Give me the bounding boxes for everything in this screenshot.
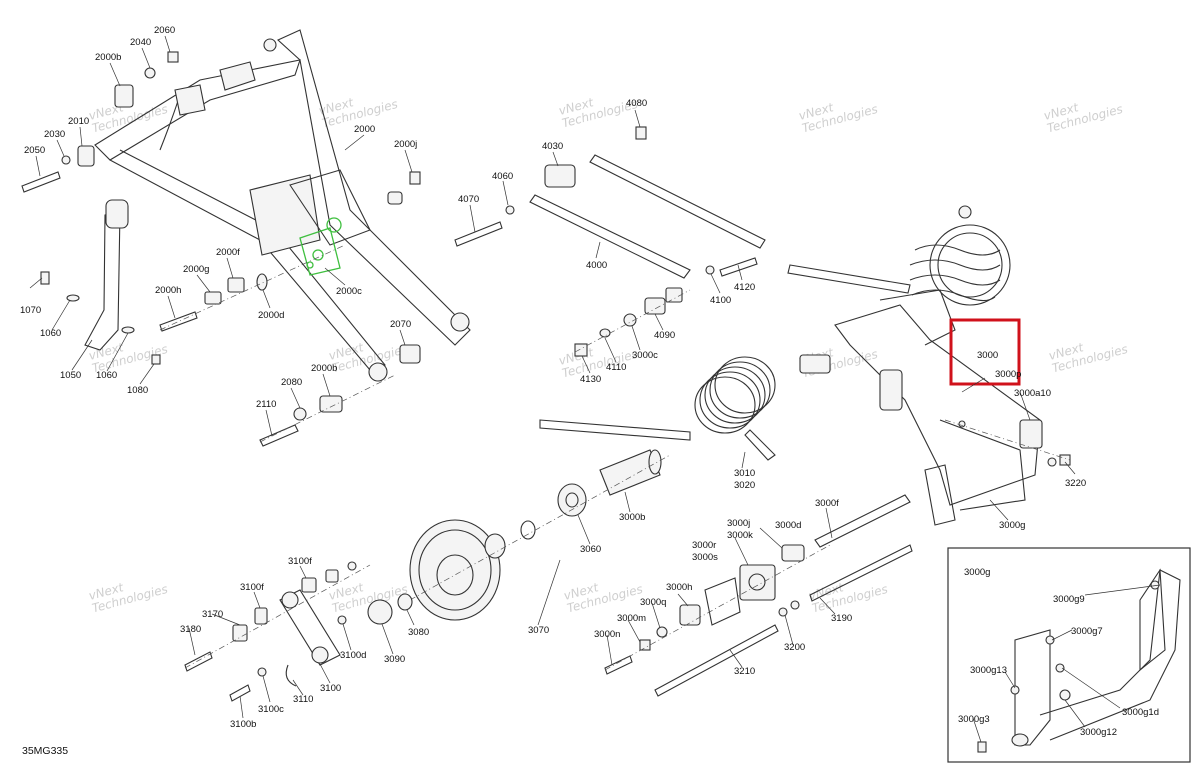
callout-3100b: 3100b [230, 719, 256, 730]
callout-2000b-lower: 2000b [311, 363, 337, 374]
callout-4120: 4120 [734, 282, 755, 293]
callout-3110: 3110 [293, 694, 313, 705]
callout-2050: 2050 [24, 145, 45, 156]
callout-4000: 4000 [586, 260, 607, 271]
callout-2030: 2030 [44, 129, 65, 140]
callout-3100d: 3100d [340, 650, 366, 661]
callout-4090: 4090 [654, 330, 675, 341]
callout-1080: 1080 [127, 385, 148, 396]
callout-3220: 3220 [1065, 478, 1086, 489]
callout-2070: 2070 [390, 319, 411, 330]
callout-4080: 4080 [626, 98, 647, 109]
diagram-code: 35MG335 [22, 745, 68, 757]
callout-3060: 3060 [580, 544, 601, 555]
callout-3000: 3000 [977, 350, 998, 361]
callout-3200: 3200 [784, 642, 805, 653]
callout-3000g1d: 3000g1d [1122, 707, 1159, 718]
callout-3000c: 3000c [632, 350, 658, 361]
callout-3000g3: 3000g3 [958, 714, 990, 725]
rear-center-assembly [184, 205, 1071, 702]
callout-3000s: 3000s [692, 552, 718, 563]
callout-3190: 3190 [831, 613, 852, 624]
callout-2000g: 2000g [183, 264, 209, 275]
callout-4130: 4130 [580, 374, 601, 385]
callout-2040: 2040 [130, 37, 151, 48]
callout-3000g7: 3000g7 [1071, 626, 1103, 637]
callout-3000g9: 3000g9 [1053, 594, 1085, 605]
callout-3020: 3020 [734, 480, 755, 491]
callout-3000f: 3000f [815, 498, 839, 509]
callout-3210: 3210 [734, 666, 755, 677]
callout-3170: 3170 [202, 609, 223, 620]
callout-3000m: 3000m [617, 613, 646, 624]
callout-1070: 1070 [20, 305, 41, 316]
callout-3100: 3100 [320, 683, 341, 694]
callout-2080: 2080 [281, 377, 302, 388]
callout-2000f: 2000f [216, 247, 240, 258]
callout-1050: 1050 [60, 370, 81, 381]
highlight-box-3000 [949, 318, 1021, 386]
callout-3000h: 3000h [666, 582, 692, 593]
inset-3000g [947, 547, 1191, 763]
callout-3000j: 3000j [727, 518, 750, 529]
callout-2010: 2010 [68, 116, 89, 127]
inset-title-3000g: 3000g [964, 567, 990, 578]
callout-2000j: 2000j [394, 139, 417, 150]
callout-3000b: 3000b [619, 512, 645, 523]
callout-3000q: 3000q [640, 597, 666, 608]
callout-4070: 4070 [458, 194, 479, 205]
callout-2000b: 2000b [95, 52, 121, 63]
front-arm-assembly [21, 29, 471, 447]
callout-3000k: 3000k [727, 530, 753, 541]
callout-3000g: 3000g [999, 520, 1025, 531]
callout-3000r: 3000r [692, 540, 716, 551]
callout-3000g12: 3000g12 [1080, 727, 1117, 738]
callout-2000c: 2000c [336, 286, 362, 297]
callout-3000n: 3000n [594, 629, 620, 640]
callout-1060: 1060 [40, 328, 61, 339]
callout-4110: 4110 [606, 362, 626, 373]
callout-3090: 3090 [384, 654, 405, 665]
callout-3100f-lower: 3100f [240, 582, 264, 593]
callout-3100f: 3100f [288, 556, 312, 567]
callout-3070: 3070 [528, 625, 549, 636]
callout-4030: 4030 [542, 141, 563, 152]
callout-2000: 2000 [354, 124, 375, 135]
callout-2000h: 2000h [155, 285, 181, 296]
leader-lines [29, 35, 1161, 743]
callout-2000d: 2000d [258, 310, 284, 321]
callout-2060: 2060 [154, 25, 175, 36]
callout-3000d: 3000d [775, 520, 801, 531]
rod-assembly [454, 126, 766, 357]
callout-3010: 3010 [734, 468, 755, 479]
callout-3000g13: 3000g13 [970, 665, 1007, 676]
callout-4100: 4100 [710, 295, 731, 306]
callout-2110: 2110 [256, 399, 276, 410]
callout-4060: 4060 [492, 171, 513, 182]
callout-3000a10: 3000a10 [1014, 388, 1051, 399]
callout-3100c: 3100c [258, 704, 284, 715]
callout-labels: 2060 2040 2000b 2010 2030 2050 2000 2000… [20, 25, 1159, 757]
callout-3000p: 3000p [995, 369, 1021, 380]
callout-1060-lower: 1060 [96, 370, 117, 381]
callout-3180: 3180 [180, 624, 201, 635]
callout-3080: 3080 [408, 627, 429, 638]
